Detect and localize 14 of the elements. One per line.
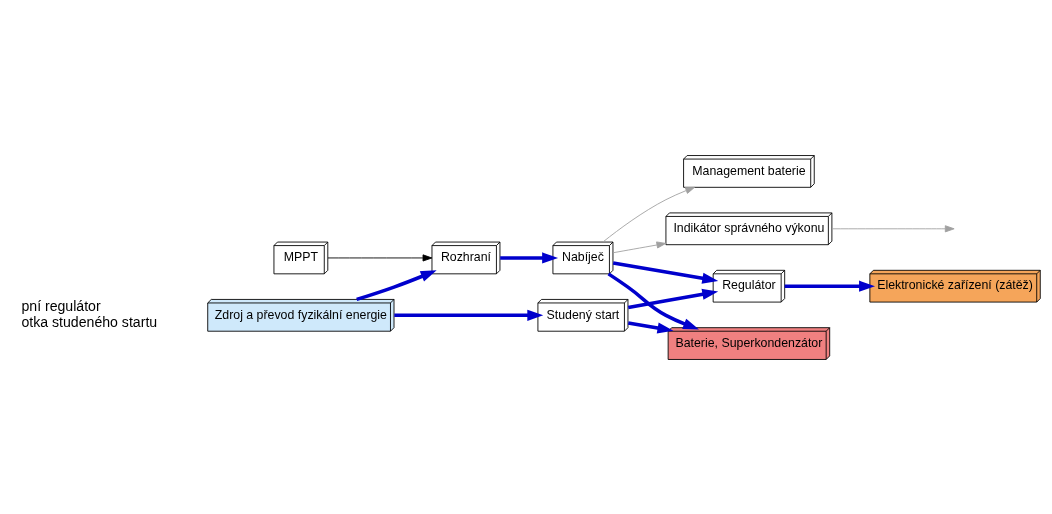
arrow: [356, 269, 437, 301]
arrow: [612, 240, 667, 253]
arrow: [784, 280, 875, 292]
arrow: [500, 251, 559, 263]
label: pní regulátor: [21, 297, 101, 314]
arrow: [627, 288, 719, 309]
arrow: [607, 271, 699, 330]
arrow: [627, 320, 674, 334]
arrow: [327, 253, 433, 261]
arrow: [831, 224, 955, 232]
arrow: [612, 260, 719, 284]
arrow: [602, 186, 695, 242]
label: otka studeného startu: [21, 313, 158, 330]
arrow: [394, 309, 544, 321]
